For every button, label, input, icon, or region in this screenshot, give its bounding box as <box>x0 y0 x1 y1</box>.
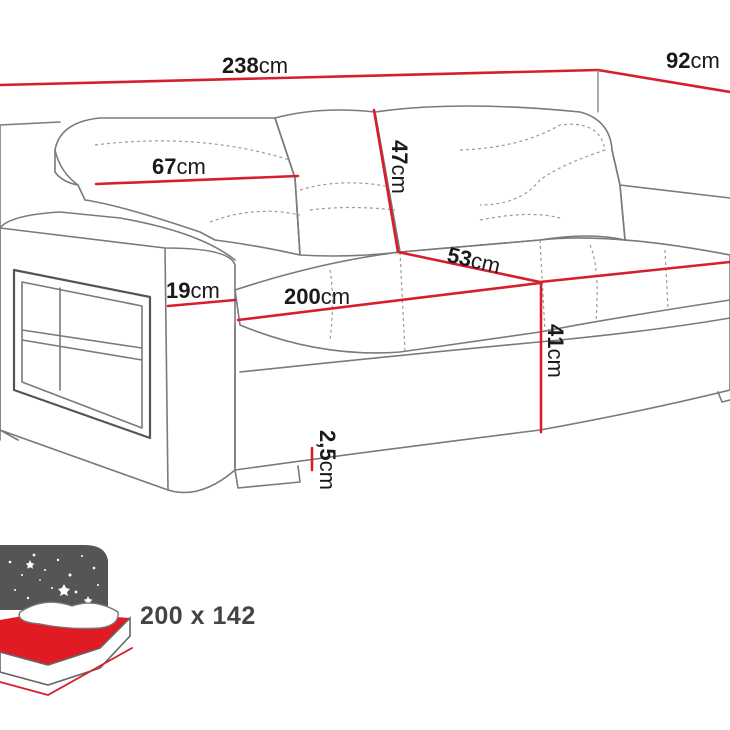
label-leg-height: 2,5cm <box>315 430 340 490</box>
dim-line-seat-width <box>236 281 542 322</box>
stars-icon <box>8 553 99 605</box>
back-seam-middle <box>299 182 386 191</box>
dim-line-depth <box>596 68 730 94</box>
label-arm-width: 19cm <box>166 278 220 303</box>
sleeping-area-label: 200 x 142 <box>140 602 256 630</box>
seat-seam-5 <box>589 244 598 321</box>
bed-night-icon <box>0 545 133 696</box>
label-seat-height: 41cm <box>543 324 568 378</box>
dim-line-armrest-height <box>94 174 300 186</box>
bed-dimension-line <box>0 647 133 696</box>
label-seat-width: 200cm <box>284 284 351 309</box>
label-width: 238cm <box>222 53 289 78</box>
seat-seam-4 <box>329 269 334 341</box>
back-cushion-left <box>54 117 301 256</box>
armrest-shelf-frame <box>12 268 152 440</box>
armrest-top <box>0 211 236 261</box>
label-depth: 92cm <box>666 48 720 73</box>
left-back-panel <box>0 121 79 441</box>
label-back-height: 47cm <box>387 140 412 194</box>
back-seam-lower <box>209 206 561 223</box>
dim-line-seat-front <box>538 260 730 284</box>
right-back-panel <box>611 149 730 241</box>
sofa-base <box>234 299 730 489</box>
base-front-line <box>239 317 730 373</box>
dim-line-back-height <box>372 108 400 254</box>
dimension-lines <box>0 68 730 472</box>
dim-line-width <box>0 68 600 87</box>
label-armrest-height: 67cm <box>152 154 206 179</box>
armrest-shelf-inner <box>21 281 143 429</box>
left-armrest <box>0 227 236 494</box>
seat-seam-1 <box>399 251 406 353</box>
dim-line-arm-width <box>166 298 237 308</box>
back-seam-right <box>459 123 606 206</box>
seat-seam-3 <box>664 249 669 309</box>
night-sky-icon <box>0 545 108 610</box>
back-seam-left <box>94 140 291 161</box>
right-leg <box>717 391 730 403</box>
left-leg <box>0 429 19 441</box>
armrest-front-edge <box>164 247 169 491</box>
back-cushion-right <box>374 105 626 253</box>
seat-cushions <box>234 237 730 354</box>
dim-line-seat-depth <box>396 250 542 284</box>
pillow-icon <box>18 601 119 630</box>
